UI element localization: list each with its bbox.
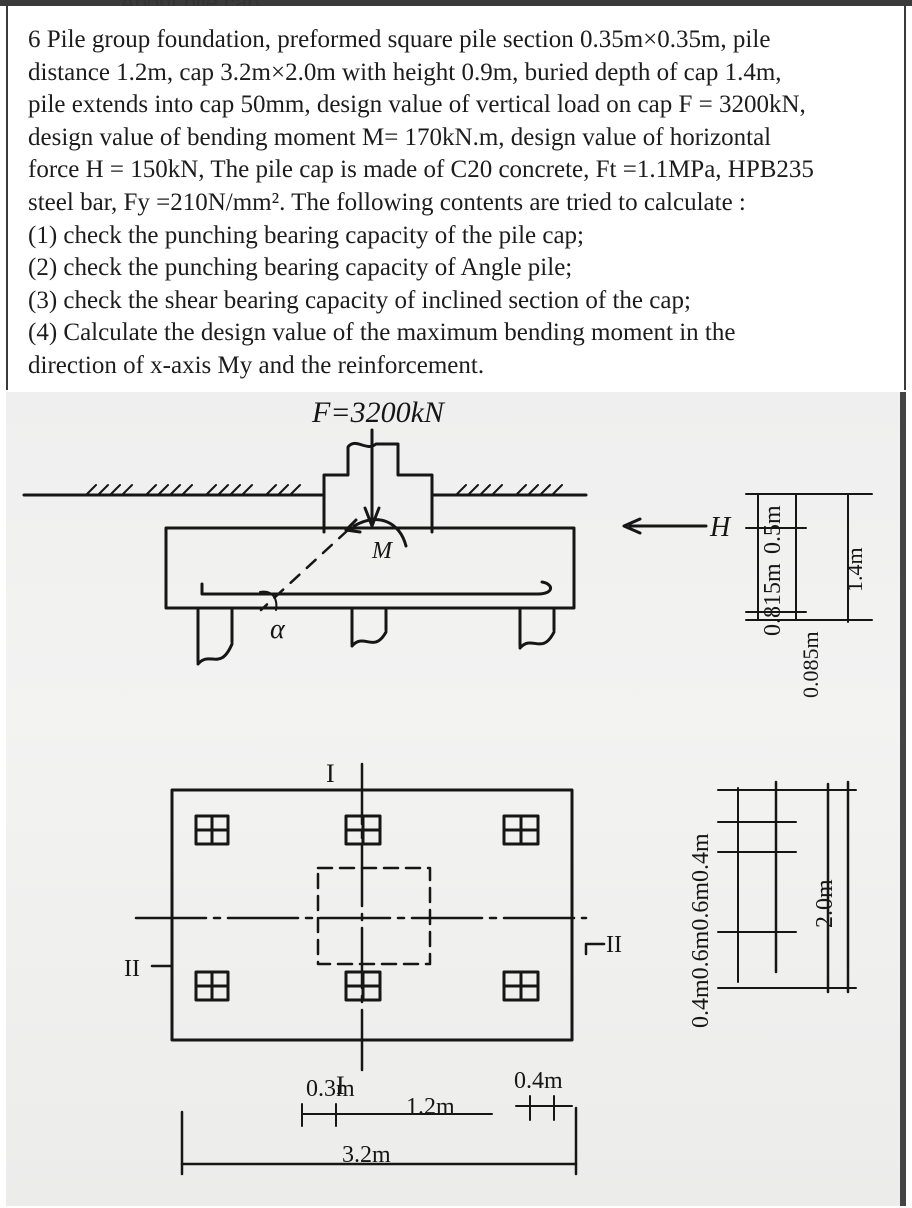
- pile-middle: [350, 606, 388, 648]
- problem-statement-box: 6 Pile group foundation, preformed squar…: [6, 6, 906, 390]
- plan-dim-ticks: [717, 789, 857, 989]
- question-4-cont: direction of x-axis My and the reinforce…: [28, 351, 485, 379]
- problem-line: steel bar, Fy =210N/mm². The following c…: [28, 188, 746, 216]
- elev-dim-ticks: [745, 493, 873, 621]
- plan-piles: [194, 814, 540, 1002]
- problem-line: 6 Pile group foundation, preformed squar…: [28, 26, 771, 53]
- elev-dim-05: 0.5m: [760, 505, 786, 554]
- section-II-left: II: [124, 956, 140, 982]
- horizontal-load-label: H: [709, 512, 732, 543]
- load-arrow-head: [363, 506, 381, 528]
- soil-hatch: [85, 484, 563, 496]
- pile-cap-elevation: [164, 526, 576, 610]
- dim-label-0.4m: 0.4m: [514, 1068, 563, 1094]
- elev-dim-14: 1.4m: [842, 547, 867, 592]
- photo-edge: [900, 392, 906, 1206]
- section-I-top: I: [326, 759, 335, 788]
- problem-line: design value of bending moment M= 170kN.…: [28, 123, 772, 151]
- elev-dim-0085: 0.085m: [798, 631, 823, 698]
- moment-arc: [352, 518, 408, 548]
- angle-label: α: [270, 614, 286, 645]
- question-4: (4) Calculate the design value of the ma…: [28, 319, 736, 347]
- problem-line: distance 1.2m, cap 3.2m×2.0m with height…: [28, 58, 782, 86]
- moment-label: M: [371, 538, 394, 564]
- section-II-left-mark: [150, 964, 174, 980]
- column-pedestal: [322, 441, 434, 534]
- angle-arc: [259, 590, 278, 611]
- dim-label-3.2m: 3.2m: [342, 1142, 391, 1168]
- column-outline-plan: [316, 866, 432, 966]
- problem-line: force H = 150kN, The pile cap is made of…: [28, 156, 814, 184]
- plan-dim-total-label: 2.0m: [812, 879, 838, 928]
- question-2: (2) check the punching bearing capacity …: [28, 254, 573, 282]
- problem-text: 6 Pile group foundation, preformed squar…: [28, 24, 908, 383]
- textbook-figure-photo: F=3200kN M H α 0.815m 0.5m 0.085m 1.4m I…: [6, 392, 906, 1206]
- pile-left: [196, 606, 234, 666]
- problem-line: pile extends into cap 50mm, design value…: [28, 91, 806, 119]
- section-I-bottom: I: [336, 1071, 345, 1100]
- load-label: F=3200kN: [311, 396, 446, 429]
- section-II-right: II: [606, 932, 622, 958]
- elev-dim-0815: 0.815m: [760, 563, 786, 636]
- cap-rebar: [200, 580, 552, 596]
- dim-label-0.3m: 0.3m: [306, 1076, 355, 1102]
- punching-line: [259, 528, 350, 612]
- pile-cap-figure: F=3200kN M H α 0.815m 0.5m 0.085m 1.4m I…: [22, 396, 873, 1176]
- dim-label-1.2m: 1.2m: [406, 1094, 455, 1120]
- elev-dim-group-1: 0.815m 0.5m: [760, 505, 786, 636]
- plan-dim-chain-label: 0.4m0.6m0.6m0.4m: [688, 833, 714, 1028]
- pile-cap-plan: [170, 788, 574, 1042]
- pile-right: [518, 606, 556, 650]
- section-II-right-mark: [584, 942, 606, 956]
- horizontal-arrow-head: [622, 517, 642, 535]
- question-3: (3) check the shear bearing capacity of …: [28, 286, 691, 314]
- question-1: (1) check the punching bearing capacity …: [28, 221, 585, 249]
